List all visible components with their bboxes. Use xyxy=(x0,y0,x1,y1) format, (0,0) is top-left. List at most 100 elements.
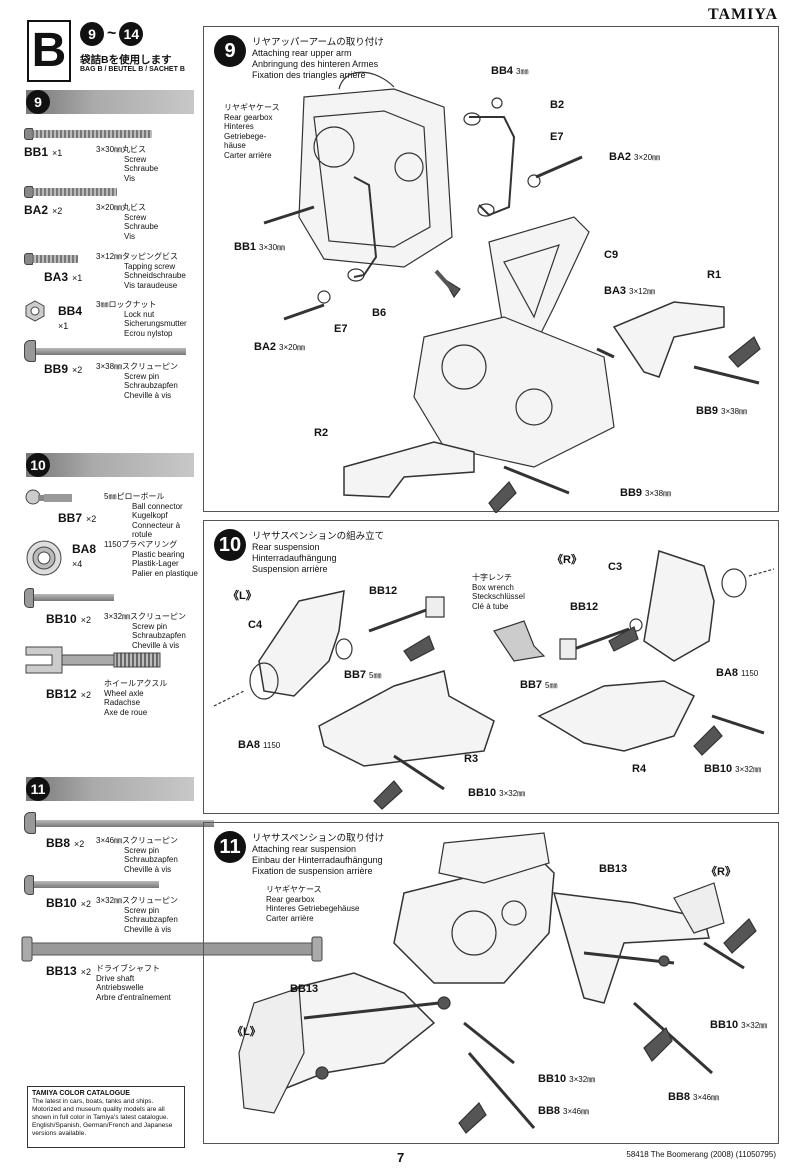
label-size: 3×32㎜ xyxy=(499,789,526,798)
label-code: BA3 xyxy=(604,285,627,297)
step-9-title-de: Anbringung des hinteren Armes xyxy=(252,59,379,69)
bag-step-range: 9 ~ 14 xyxy=(80,22,144,46)
product-reference: 58418 The Boomerang (2008) (11050795) xyxy=(626,1150,776,1159)
note-jp: リヤギヤケース xyxy=(266,885,322,894)
label-code: BB8 xyxy=(668,1091,691,1103)
part-desc-fr: Cheville à vis xyxy=(124,390,172,400)
part-qty: ×2 xyxy=(80,899,91,909)
step-9-panel: 9 リヤアッパーアームの取り付け Attaching rear upper ar… xyxy=(203,26,779,513)
part-qty: ×1 xyxy=(58,321,69,331)
label-code: BB8 xyxy=(538,1105,561,1117)
label-code: BB10 xyxy=(710,1019,739,1031)
bag-subtitle: BAG B / BEUTEL B / SACHET B xyxy=(80,66,185,73)
part-code: BB10 xyxy=(46,896,77,910)
part-desc-en: Drive shaft xyxy=(96,973,135,983)
part-desc-de: Schraubzapfen xyxy=(124,855,178,864)
note-en: Box wrench xyxy=(472,582,514,592)
parts-step-10-number: 10 xyxy=(26,453,50,477)
plastic-bearing-icon xyxy=(26,540,62,576)
tapping-screw-icon xyxy=(32,255,78,263)
label-code: BB1 xyxy=(234,241,257,253)
step-10-title-jp: リヤサスペンションの組み立て xyxy=(252,531,385,542)
part-spec: 3×32㎜スクリューピン xyxy=(96,896,179,905)
note-jp: リヤギヤケース xyxy=(224,103,280,112)
catalogue-body: The latest in cars, boats, tanks and shi… xyxy=(32,1098,173,1137)
parts-step-9-bar: 9 xyxy=(26,90,194,114)
label-c3: C3 xyxy=(608,561,623,573)
part-desc-de: Antriebswelle xyxy=(96,983,144,992)
part-desc-fr: Vis xyxy=(124,231,135,241)
label-b6: B6 xyxy=(372,307,387,319)
screw-pin-icon xyxy=(34,881,159,888)
part-code: BB10 xyxy=(46,612,77,626)
note-de: Steckschlüssel xyxy=(472,592,525,601)
note-de-2: Getriebege- xyxy=(224,131,267,141)
part-desc-de: Schneidschraube xyxy=(124,271,186,280)
part-code: BB8 xyxy=(46,836,71,850)
step-11-gearbox-note: リヤギヤケース Rear gearbox Hinteres Getriebege… xyxy=(266,885,359,923)
part-qty: ×1 xyxy=(72,273,83,283)
part-desc-de: Plastik-Lager xyxy=(132,559,179,568)
label-bb13-left: BB13 xyxy=(290,983,319,995)
part-desc-en: Screw pin xyxy=(124,905,160,915)
step-9-number: 9 xyxy=(214,35,246,67)
step-9-title-en: Attaching rear upper arm xyxy=(252,48,352,58)
step-11-panel: 11 リヤサスペンションの取り付け Attaching rear suspens… xyxy=(203,822,779,1144)
part-desc-en: Tapping screw xyxy=(124,261,176,271)
part-desc-fr: Connecteur à rotule xyxy=(132,520,181,540)
part-spec: 3×30㎜丸ビス xyxy=(96,145,147,154)
step-9-title: リヤアッパーアームの取り付け Attaching rear upper arm … xyxy=(252,37,384,81)
step-10-title: リヤサスペンションの組み立て Rear suspension Hinterrad… xyxy=(252,531,384,575)
label-bb13-right: BB13 xyxy=(599,863,628,875)
label-code: BB7 xyxy=(344,669,367,681)
ball-connector-icon xyxy=(25,489,72,505)
part-desc-de: Kugelkopf xyxy=(132,511,168,520)
parts-step-11-number: 11 xyxy=(26,777,50,801)
part-qty: ×2 xyxy=(72,365,83,375)
label-size: 5㎜ xyxy=(369,671,382,680)
label-r4: R4 xyxy=(632,763,647,775)
label-size: 3×38㎜ xyxy=(721,407,748,416)
part-qty: ×2 xyxy=(80,690,91,700)
part-qty: ×2 xyxy=(52,206,63,216)
part-spec: 3×32㎜スクリューピン xyxy=(104,612,187,621)
color-catalogue-box: TAMIYA COLOR CATALOGUE The latest in car… xyxy=(27,1086,185,1148)
part-desc-fr: Cheville à vis xyxy=(124,864,172,874)
screw-icon xyxy=(32,188,117,196)
bag-step-to: 14 xyxy=(119,22,144,46)
label-code: BA8 xyxy=(716,667,739,679)
pin-head-icon xyxy=(24,812,36,834)
screw-pin-icon xyxy=(36,820,214,827)
part-desc-en: Screw xyxy=(124,212,147,222)
label-code: BB10 xyxy=(468,787,497,799)
bag-letter: B xyxy=(27,20,71,82)
part-desc-fr: Cheville à vis xyxy=(132,640,180,650)
part-desc-en: Screw pin xyxy=(132,621,168,631)
label-code: BA2 xyxy=(609,151,632,163)
label-code: BA2 xyxy=(254,341,277,353)
note-de-1: Hinteres xyxy=(224,122,254,131)
part-spec: ホイールアクスル xyxy=(104,679,168,688)
parts-step-11-bar: 11 xyxy=(26,777,194,801)
part-desc-fr: Arbre d'entraînement xyxy=(96,992,171,1002)
part-spec: 3×46㎜スクリューピン xyxy=(96,836,179,845)
step-11-title-de: Einbau der Hinterradaufhängung xyxy=(252,855,383,865)
note-jp: 十字レンチ xyxy=(472,573,512,582)
label-code: BB7 xyxy=(520,679,543,691)
label-size: 3×20㎜ xyxy=(634,153,661,162)
part-qty: ×1 xyxy=(52,148,63,158)
part-desc-de: Radachse xyxy=(104,698,141,707)
pin-head-icon xyxy=(24,340,36,362)
part-code: BB9 xyxy=(44,362,69,376)
